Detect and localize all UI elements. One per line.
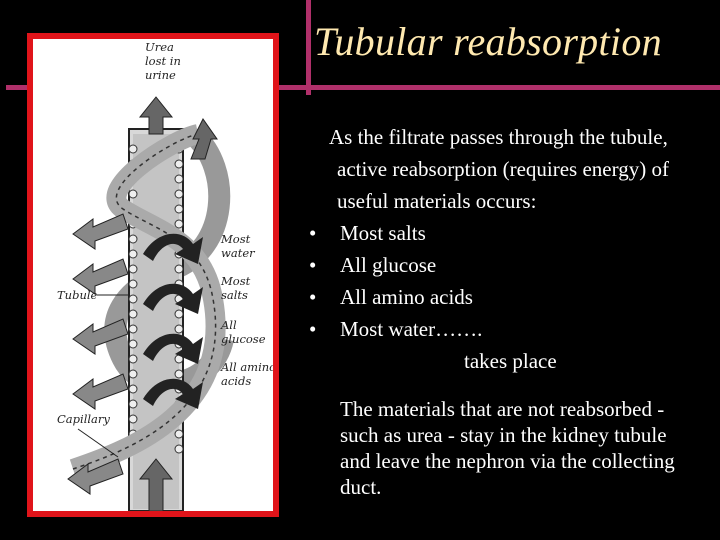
bullet-list: • Most salts • All glucose • All amino acid… (303, 217, 703, 345)
bullet-dot-icon: • (309, 285, 317, 309)
label-all-glucose-line2: glucose (221, 332, 266, 346)
label-most-water-line1: Most (220, 232, 251, 246)
capillary-pointer (77, 428, 119, 458)
main-text: As the filtrate passes through the tubul… (303, 121, 703, 377)
urea-out-arrow-icon (138, 96, 174, 135)
bullet-item: • All amino acids (303, 281, 703, 313)
reabsorption-arrow-icon (143, 378, 203, 409)
bullet-text: All glucose (340, 253, 437, 277)
bullet-dot-icon: • (309, 317, 317, 341)
label-urea-line1: Urea (145, 40, 174, 54)
label-most-salts-line1: Most (220, 274, 251, 288)
reabsorption-arrow-icon (143, 233, 203, 264)
label-all-glucose-line1: All (220, 318, 237, 332)
label-most-water-line2: water (221, 246, 256, 260)
label-most-salts-line2: salts (221, 288, 248, 302)
bullet-text: All amino acids (340, 285, 473, 309)
label-tubule: Tubule (57, 288, 98, 302)
capillary-outflow-arrows (67, 213, 129, 495)
bullet-text: Most salts (340, 221, 426, 245)
bullet-item: • Most salts (303, 217, 703, 249)
capillary-top-arrow-icon (190, 118, 218, 160)
label-all-amino-line2: acids (221, 374, 251, 388)
bullet-item: • All glucose (303, 249, 703, 281)
intro-paragraph: As the filtrate passes through the tubul… (329, 125, 669, 213)
kidney-tubule-diagram: Urea lost in urine Most water Most salts… (27, 33, 279, 517)
bullet-item: • Most water……. (303, 313, 703, 345)
outflow-arrow-icon (67, 458, 124, 495)
tubule-lumen (133, 134, 179, 509)
label-urea-line3: urine (145, 68, 176, 82)
label-all-amino-line1: All amino (220, 360, 273, 374)
decorative-vertical-rule (306, 0, 311, 95)
bullet-tail: takes place (464, 349, 557, 373)
reabsorption-arrows (143, 233, 203, 409)
reabsorption-arrow-icon (143, 333, 203, 364)
outflow-arrow-icon (72, 373, 129, 410)
label-urea-line2: lost in (145, 54, 181, 68)
bullet-dot-icon: • (309, 221, 317, 245)
bullet-dot-icon: • (309, 253, 317, 277)
decorative-horizontal-rule (6, 85, 720, 90)
outflow-arrow-icon (72, 258, 129, 295)
reabsorption-arrow-icon (143, 283, 203, 314)
bullet-text: Most water……. (340, 317, 483, 341)
outflow-arrow-icon (72, 213, 129, 250)
label-capillary: Capillary (57, 412, 110, 426)
slide-title: Tubular reabsorption (314, 19, 662, 64)
closing-paragraph: The materials that are not reabsorbed - … (340, 397, 675, 499)
filtrate-in-arrow-icon (138, 458, 174, 511)
outflow-arrow-icon (72, 318, 129, 355)
